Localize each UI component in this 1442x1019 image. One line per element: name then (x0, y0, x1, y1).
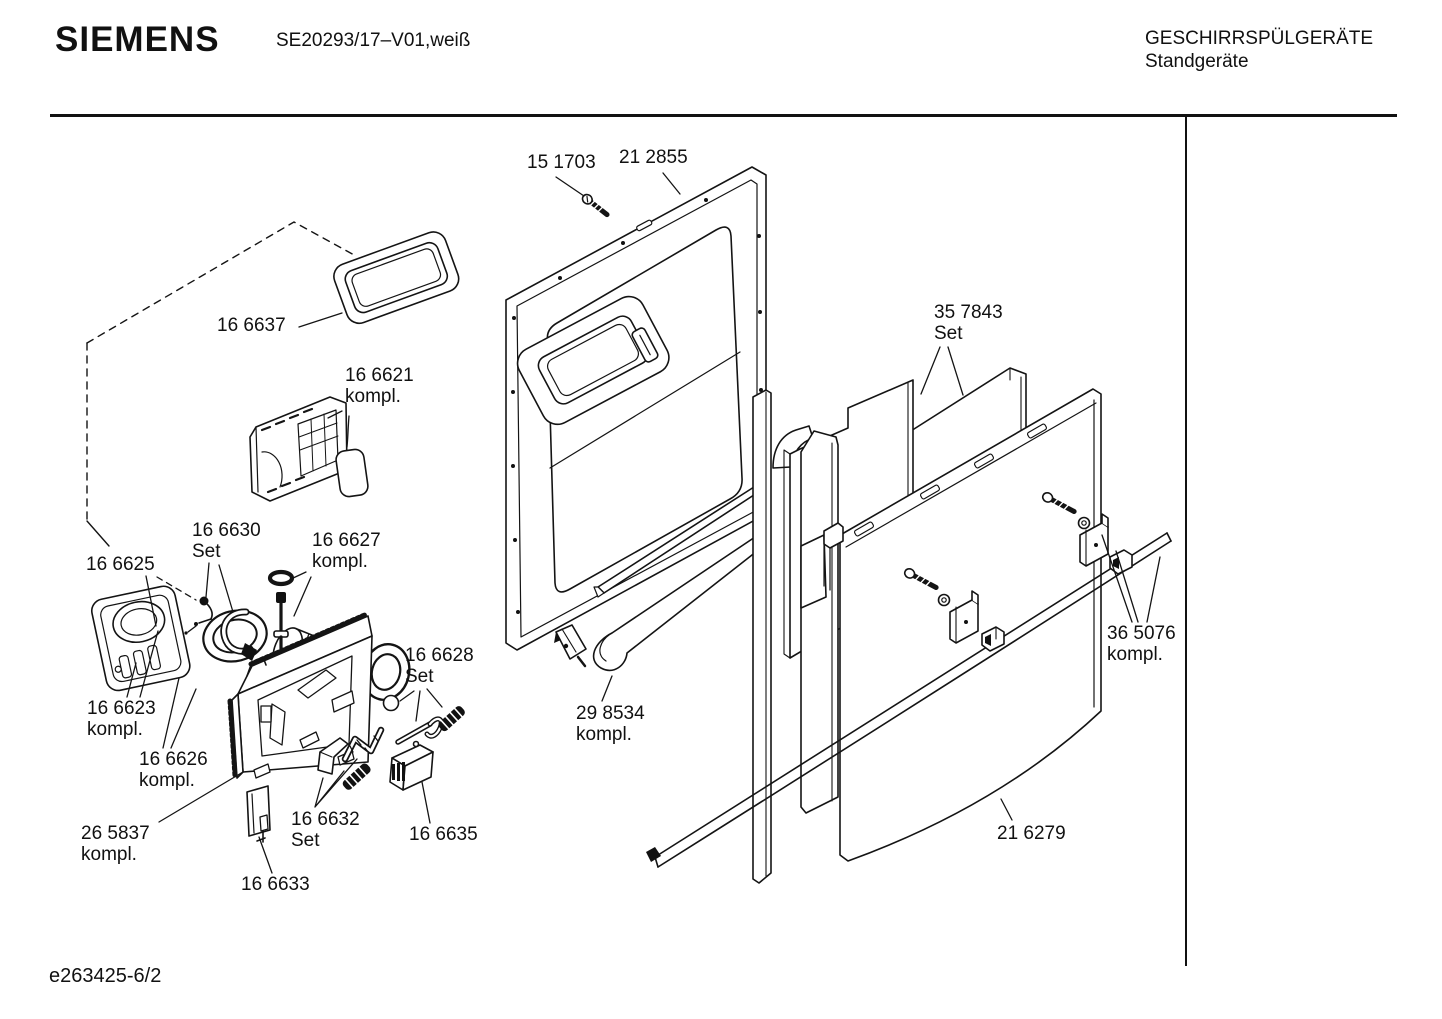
part-label-15-1703: 15 1703 (527, 152, 596, 173)
part-crank-wire-166632 (341, 726, 385, 763)
part-label-16-6625: 16 6625 (86, 554, 155, 575)
door-screw-dots (511, 198, 763, 614)
part-vent-grille-166623 (90, 585, 191, 692)
part-dispenser-cover-166621 (335, 448, 369, 498)
right-border-line (1185, 117, 1187, 966)
part-dispenser-frame-166621 (249, 396, 348, 502)
part-actuator-166635 (389, 740, 434, 791)
part-mounting-kit-a-365076 (903, 568, 1005, 652)
door-latch (631, 327, 659, 363)
part-bracket-166632 (317, 737, 349, 775)
part-ball-166628 (382, 694, 400, 712)
door-handle-recess (516, 295, 670, 426)
part-label-21-6279: 21 6279 (997, 823, 1066, 844)
part-screw-151703 (581, 193, 610, 218)
part-label-16-6633: 16 6633 (241, 874, 310, 895)
screw-icon (1041, 492, 1077, 515)
construction-bend (86, 520, 110, 547)
part-door-spacer-bar (800, 430, 839, 814)
header-divider (50, 114, 1397, 117)
product-type: Standgeräte (1145, 51, 1249, 72)
part-shaft-166628 (395, 716, 444, 745)
part-plate-166633 (246, 785, 271, 843)
part-spring-166628 (438, 706, 465, 732)
part-mounting-kit-b-365076 (1041, 492, 1133, 575)
part-window-frame-166637 (333, 231, 460, 325)
part-trim-strips-298534 (554, 486, 767, 672)
part-spring-166632 (342, 763, 371, 790)
product-category: GESCHIRRSPÜLGERÄTE Standgeräte (1145, 27, 1373, 73)
part-dispenser-housing-265837 (227, 611, 373, 779)
construction-dashed-lines (86, 221, 357, 522)
part-door-side-profile (752, 389, 772, 884)
part-label-21-2855: 21 2855 (619, 147, 688, 168)
part-trim-rail-365076 (646, 532, 1172, 868)
part-hook-166630 (220, 608, 257, 661)
part-clip-166630 (184, 596, 213, 635)
part-pin-166627 (267, 569, 295, 651)
leader-lines (126, 172, 1161, 874)
product-line: GESCHIRRSPÜLGERÄTE (1145, 28, 1374, 49)
part-label-16-6635: 16 6635 (409, 824, 478, 845)
screw-icon (903, 568, 939, 591)
part-label-16-6637: 16 6637 (217, 315, 286, 336)
model-code: SE20293/17–V01,weiß (276, 30, 471, 51)
siemens-logo: SIEMENS (55, 20, 220, 59)
document-code: e263425-6/2 (49, 965, 162, 987)
